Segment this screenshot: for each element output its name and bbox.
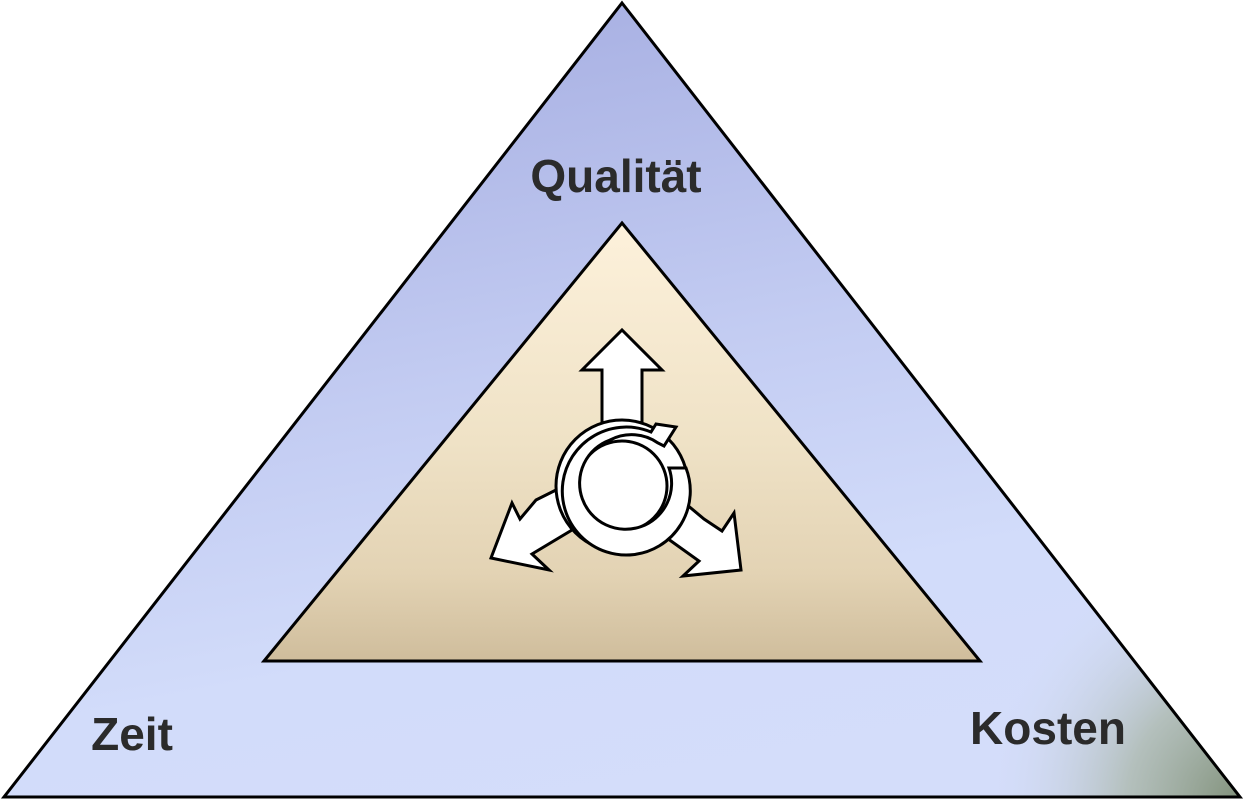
arrow-up-icon <box>578 327 666 427</box>
label-quality: Qualität <box>530 150 701 202</box>
circular-arrow-icon <box>560 422 692 557</box>
cycle-with-three-outward-arrows-icon <box>488 327 743 578</box>
label-time: Zeit <box>91 708 173 760</box>
label-costs: Kosten <box>970 702 1126 754</box>
arrow-down-left-icon <box>488 487 574 573</box>
